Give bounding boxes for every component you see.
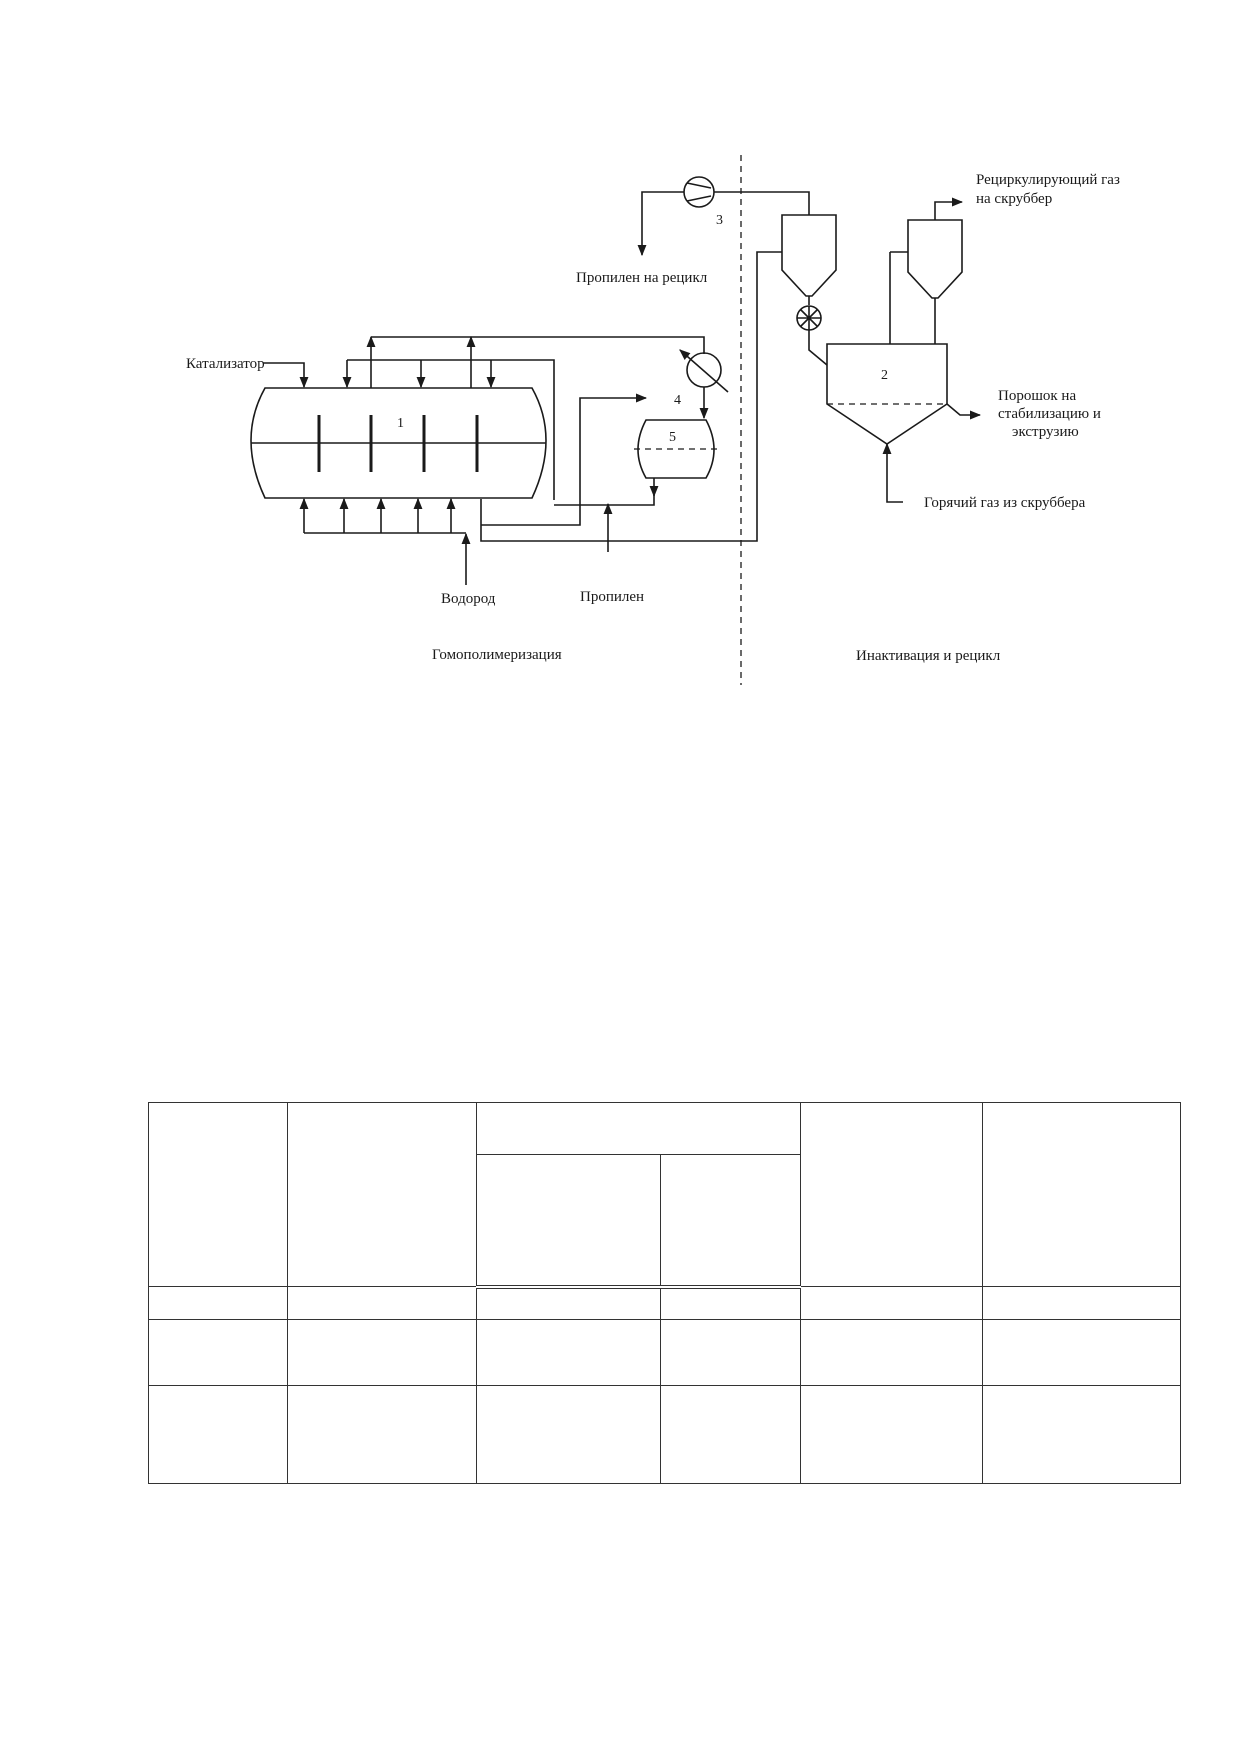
reactor-top-lines (342, 335, 705, 500)
recycled-gas-label-line1: Рециркулирующий газ (976, 172, 1120, 188)
reactor-number: 1 (397, 416, 404, 431)
compressor-3: 3 Пропилен на рецикл (576, 176, 810, 286)
hot-gas-label: Горячий газ из скруббера (924, 495, 1086, 511)
table-row (148, 1319, 1181, 1386)
separator-outlet-line (554, 486, 655, 506)
section-right-label: Инактивация и рецикл (856, 648, 1001, 664)
hydrogen-label: Водород (441, 591, 496, 607)
section-left-label: Гомополимеризация (432, 647, 562, 663)
deactivator-number: 2 (881, 368, 888, 383)
catalyst-label: Катализатор (186, 356, 265, 372)
header-cell-6 (982, 1102, 1181, 1287)
powder-label-line1: Порошок на (998, 388, 1076, 404)
catalyst-feed: Катализатор (186, 356, 309, 389)
return-line (481, 393, 648, 526)
propylene-label: Пропилен (580, 589, 644, 605)
compressor-icon (683, 176, 715, 208)
reactor-1: 1 (250, 387, 547, 499)
data-table (148, 1102, 1181, 1484)
table-row (148, 1385, 1181, 1484)
compressor-number: 3 (716, 213, 723, 228)
reactor-bottom-feeds: Водород (299, 497, 496, 607)
powder-label-line2: стабилизацию и (998, 406, 1101, 422)
heat-exchanger-number: 4 (674, 393, 681, 408)
header-cell-group (476, 1102, 801, 1155)
separator-number: 5 (669, 430, 676, 445)
header-cell-2 (287, 1102, 477, 1287)
header-cell-5 (800, 1102, 983, 1287)
powder-label-line3: экструзию (1012, 424, 1079, 440)
table-row (148, 1286, 1181, 1320)
header-cell-1 (148, 1102, 288, 1287)
deactivator-2: 2 (826, 251, 982, 503)
header-subcell-4 (660, 1154, 801, 1289)
separator-5: 5 (634, 419, 718, 498)
propylene-feed: Пропилен (580, 502, 644, 605)
recycled-gas-label-line2: на скруббер (976, 191, 1052, 207)
cyclone-right: Рециркулирующий газ на скруббер (907, 172, 1120, 344)
process-flow-diagram: 1 Катализатор Водород Пропилен (186, 155, 1120, 685)
cyclone-left (781, 214, 837, 366)
heat-exchanger-4: 4 (674, 349, 729, 420)
powder-transfer-line (480, 251, 782, 542)
propylene-recycle-label: Пропилен на рецикл (576, 270, 708, 286)
header-subcell-3 (476, 1154, 661, 1289)
